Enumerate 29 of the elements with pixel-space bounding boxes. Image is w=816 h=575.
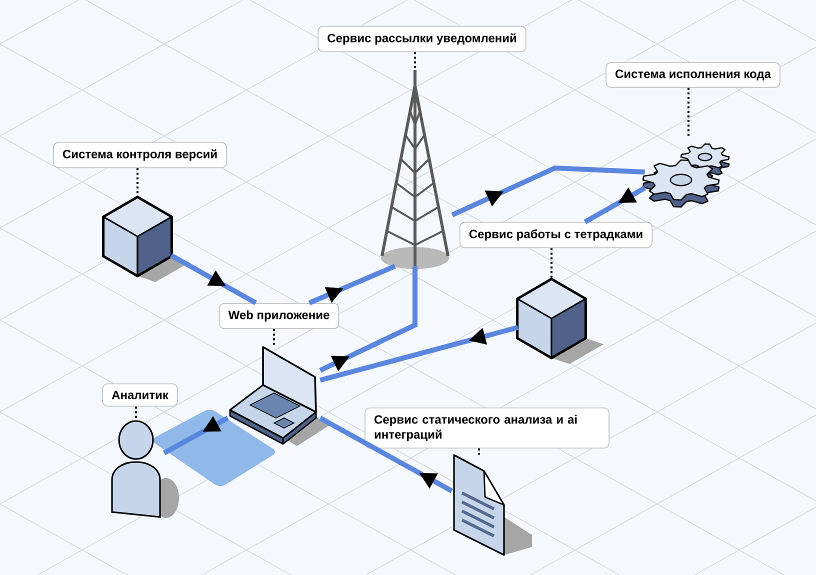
- leader-line: [136, 168, 138, 197]
- cube-drawing: [516, 278, 604, 364]
- leader-line: [550, 248, 552, 279]
- service-label: Web приложение: [218, 302, 340, 330]
- leader-line: [135, 406, 137, 420]
- arrow: [319, 266, 418, 373]
- gears-drawing: [642, 143, 730, 208]
- arrow: [320, 325, 518, 383]
- tower-drawing: [380, 70, 450, 269]
- leader-line: [688, 88, 690, 138]
- service-label: Сервис рассылки уведомлений: [318, 26, 526, 52]
- leader-line: [414, 52, 416, 70]
- arrow: [308, 264, 396, 306]
- person-icon: [111, 420, 179, 518]
- service-label: Аналитик: [102, 383, 178, 407]
- service-label: Сервис статического анализа и ai интеграций: [364, 407, 610, 449]
- arrow: [584, 186, 646, 224]
- arrow: [163, 416, 230, 456]
- cube-drawing: [102, 196, 190, 282]
- arrow: [451, 165, 645, 218]
- document-icon: [453, 454, 532, 556]
- service-label: Сервис работы с тетрадками: [459, 222, 653, 248]
- laptop-drawing: [229, 346, 330, 446]
- service-label: Система контроля версий: [53, 142, 227, 168]
- leader-line: [478, 448, 480, 455]
- arrow: [319, 416, 454, 494]
- service-label: Система исполнения кода: [606, 62, 780, 88]
- arrow: [170, 253, 258, 306]
- leader-line: [273, 329, 275, 345]
